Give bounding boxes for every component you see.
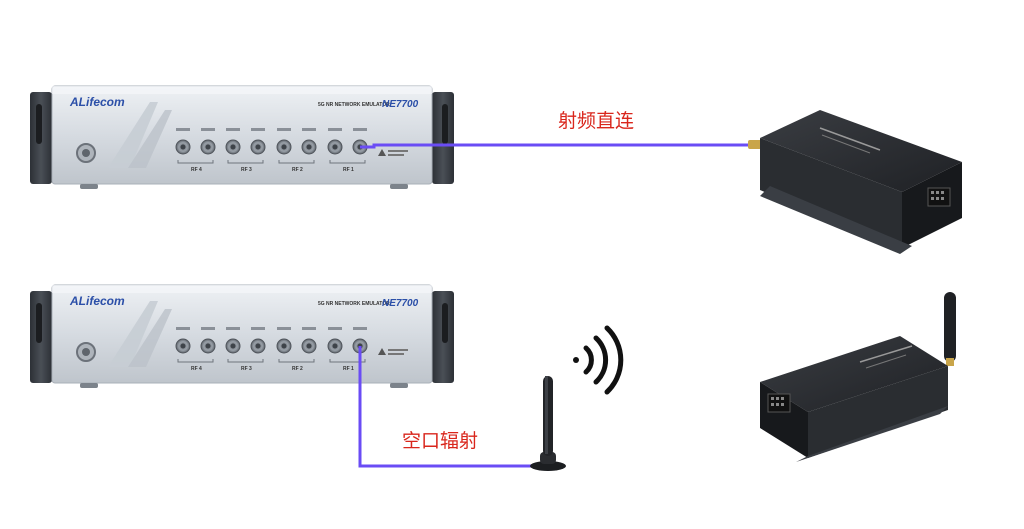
- emulator-bottom: ALifecom 5G NR NETWORK EMULATOR NE7700 R…: [29, 284, 455, 389]
- device-subtitle: 5G NR NETWORK EMULATOR: [318, 301, 390, 307]
- port-group-label: RF 4: [191, 366, 202, 372]
- port-group-label: RF 1: [343, 167, 354, 173]
- port-group-label: RF 2: [292, 167, 303, 173]
- rf-ota-cable: [358, 346, 536, 468]
- port-group-label: RF 3: [241, 366, 252, 372]
- port-group-label: RF 4: [191, 167, 202, 173]
- dut-module-top: [748, 110, 962, 254]
- port-group-label: RF 1: [343, 366, 354, 372]
- device-model: NE7700: [382, 298, 419, 309]
- wireless-signal-icon: [573, 325, 624, 395]
- brand-logo: ALifecom: [69, 294, 125, 308]
- port-group-label: RF 2: [292, 366, 303, 372]
- brand-logo: ALifecom: [69, 95, 125, 109]
- device-model: NE7700: [382, 99, 419, 110]
- ota-link-label: 空口辐射: [402, 430, 478, 452]
- emulator-top: ALifecom 5G NR NETWORK EMULATOR NE7700 R…: [29, 85, 455, 190]
- device-subtitle: 5G NR NETWORK EMULATOR: [318, 102, 390, 108]
- dut-module-bottom: [760, 292, 956, 462]
- rf-direct-cable: [360, 143, 750, 149]
- port-group-label: RF 3: [241, 167, 252, 173]
- direct-link-label: 射频直连: [558, 110, 634, 132]
- antenna: [530, 376, 566, 471]
